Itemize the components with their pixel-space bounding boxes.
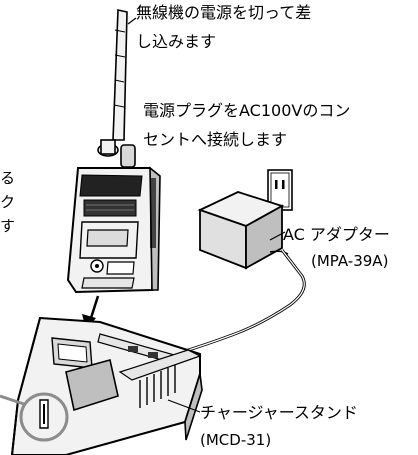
antenna [112, 9, 128, 141]
left-fragment-line1: る [0, 169, 16, 187]
adapter-leader-line [269, 231, 286, 241]
radio-leader-line [127, 17, 137, 25]
radio-callout-line1: 無線機の電源を切って差 [136, 3, 312, 22]
charger-stand [10, 316, 203, 455]
left-fragment-line3: す [0, 217, 16, 235]
plug-callout-line1: 電源プラグをAC100Vのコン [143, 101, 351, 120]
plug-callout-line2: セントへ接続します [143, 130, 288, 149]
radio-body [66, 139, 161, 294]
adapter-model-label: (MPA-39A) [311, 252, 389, 270]
highlight-circle [0, 392, 69, 442]
adapter-name-label: AC アダプター [283, 225, 390, 244]
stand-leader-line [167, 399, 201, 413]
radio-callout-line2: し込みます [136, 32, 217, 51]
left-fragment-line2: ク [0, 193, 16, 211]
stand-name-label: チャージャースタンド [200, 403, 358, 422]
ac-adapter [197, 191, 289, 270]
stand-model-label: (MCD-31) [200, 431, 272, 449]
